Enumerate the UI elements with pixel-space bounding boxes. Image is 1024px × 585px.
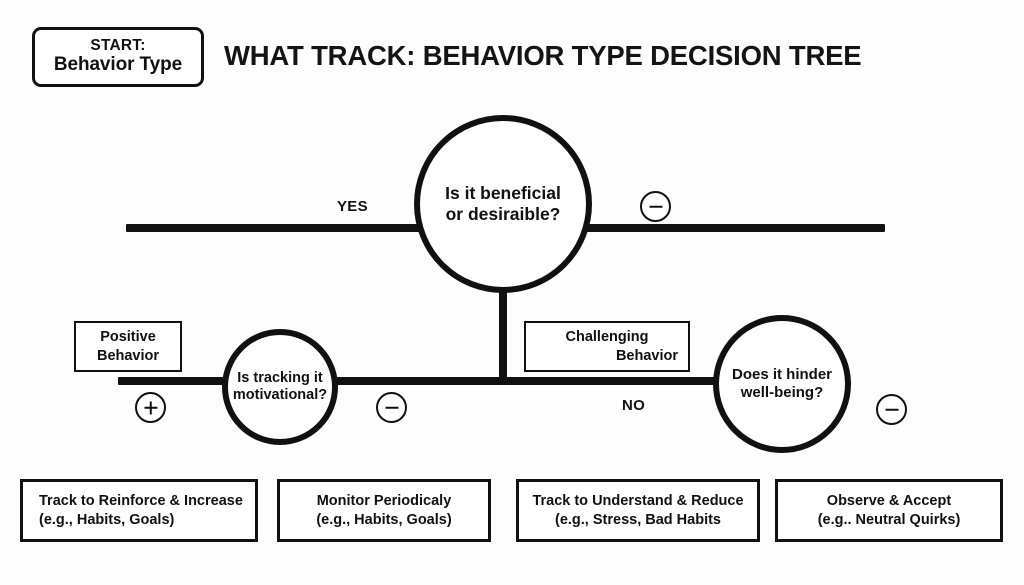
edge-label-no: NO xyxy=(622,397,646,414)
decision-hinder-line2: well-being? xyxy=(740,384,824,401)
outcome-4-line2: (e.g.. Neutral Quirks) xyxy=(817,511,961,528)
category-positive-line1: Positive xyxy=(100,329,156,346)
outcome-box-understand-reduce: Track to Understand & Reduce (e.g., Stre… xyxy=(516,479,760,542)
decision-beneficial-line1: Is it beneficial xyxy=(445,183,561,204)
outcome-box-observe-accept: Observe & Accept (e.g.. Neutral Quirks) xyxy=(775,479,1003,542)
connector-top-right xyxy=(585,224,885,232)
outcome-4-line1: Observe & Accept xyxy=(826,492,952,509)
plus-circle-icon xyxy=(135,392,166,423)
outcome-1-line2: (e.g., Habits, Goals) xyxy=(39,511,175,528)
minus-circle-icon xyxy=(640,191,671,222)
connector-mid-left xyxy=(118,377,228,385)
outcome-3-line2: (e.g., Stress, Bad Habits xyxy=(555,511,721,528)
connector-mid-center xyxy=(328,377,718,385)
decision-hinder-line1: Does it hinder xyxy=(731,366,832,384)
category-challenging-line2: Behavior xyxy=(615,347,678,364)
start-box-line2: Behavior Type xyxy=(53,54,183,76)
minus-circle-icon xyxy=(376,392,407,423)
decision-motivational-line2: motivational? xyxy=(232,387,328,403)
edge-label-yes: YES xyxy=(337,198,368,215)
page-title: WHAT TRACK: BEHAVIOR TYPE DECISION TREE xyxy=(224,40,862,71)
outcome-2-line1: Monitor Periodicaly xyxy=(316,492,452,509)
decision-node-motivational: Is tracking it motivational? xyxy=(222,329,338,445)
decision-node-beneficial: Is it beneficial or desiraible? xyxy=(414,115,592,293)
outcome-2-line2: (e.g., Habits, Goals) xyxy=(316,511,452,528)
decision-motivational-line1: Is tracking it xyxy=(237,369,323,386)
outcome-box-reinforce: Track to Reinforce & Increase (e.g., Hab… xyxy=(20,479,258,542)
connector-vertical xyxy=(499,288,507,380)
connector-top-left xyxy=(126,224,421,232)
category-box-challenging-behavior: Challenging Behavior xyxy=(524,321,690,372)
start-box-line1: START: xyxy=(90,37,146,55)
category-challenging-line1: Challenging xyxy=(565,329,649,346)
outcome-box-monitor: Monitor Periodicaly (e.g., Habits, Goals… xyxy=(277,479,491,542)
outcome-1-line1: Track to Reinforce & Increase xyxy=(39,492,243,509)
category-positive-line2: Behavior xyxy=(96,347,160,364)
start-box: START: Behavior Type xyxy=(32,27,204,87)
decision-node-hinder: Does it hinder well-being? xyxy=(713,315,851,453)
minus-circle-icon xyxy=(876,394,907,425)
outcome-3-line1: Track to Understand & Reduce xyxy=(532,492,744,509)
decision-beneficial-line2: or desiraible? xyxy=(445,204,561,224)
category-box-positive-behavior: Positive Behavior xyxy=(74,321,182,372)
